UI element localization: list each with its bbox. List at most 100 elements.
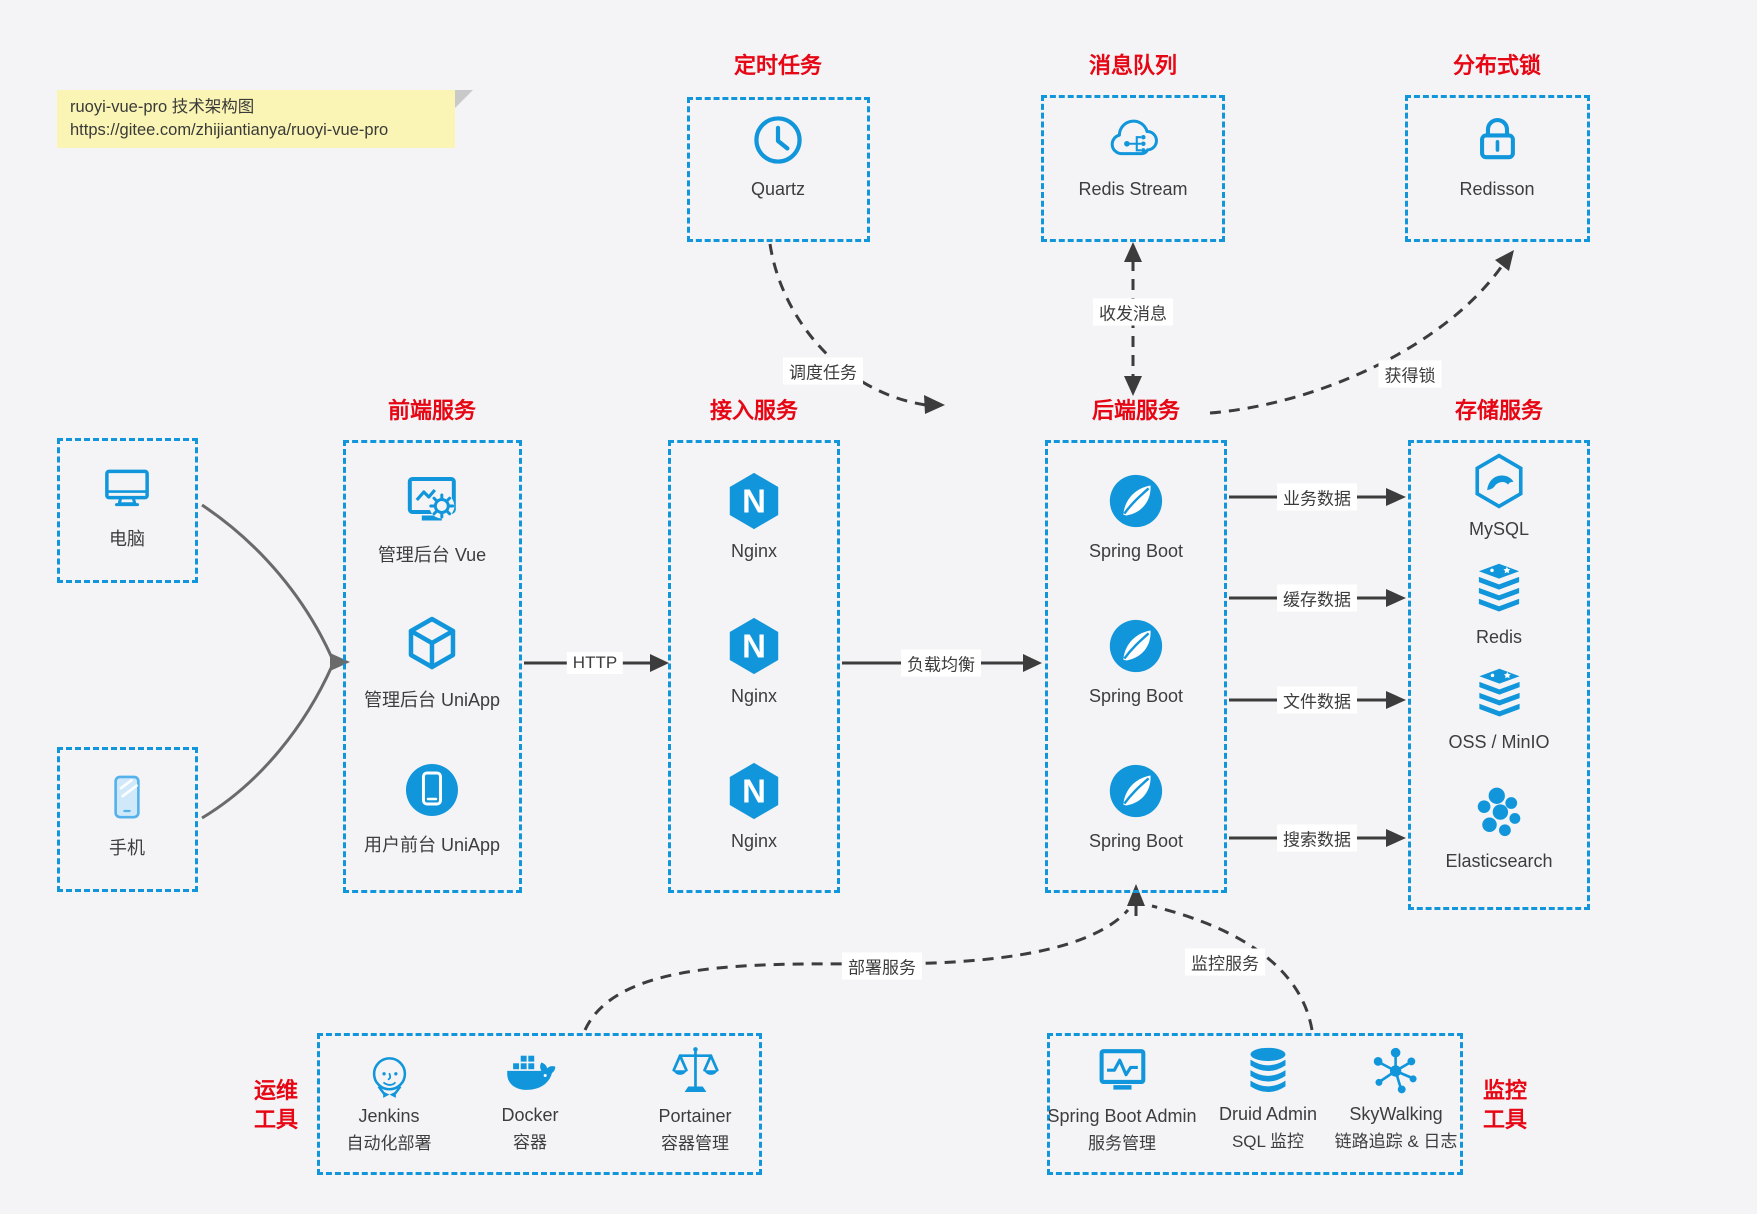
- node-desc: 服务管理: [1088, 1134, 1156, 1153]
- node-mobile: 手机: [99, 769, 155, 860]
- node-label: Nginx: [730, 831, 778, 851]
- group-title-lock: 分布式锁: [1452, 53, 1542, 78]
- box-storage: [1408, 440, 1590, 910]
- note-title: ruoyi-vue-pro 技术架构图: [70, 98, 255, 116]
- node-jenkins: Jenkins 自动化部署: [347, 1043, 432, 1154]
- docker-icon: [507, 1055, 556, 1090]
- group-title-mq: 消息队列: [1088, 53, 1178, 78]
- edge-label-http: HTTP: [566, 652, 624, 674]
- box-lock: [1405, 95, 1590, 242]
- node-nginx-2: N Nginx: [723, 615, 785, 707]
- node-druid-admin: Druid Admin SQL 监控: [1219, 1043, 1317, 1152]
- node-label: Spring Boot: [1088, 686, 1184, 706]
- clock-icon: [754, 116, 802, 164]
- edge-label-messages: 收发消息: [1093, 298, 1173, 326]
- nginx-icon: N: [729, 472, 779, 530]
- node-docker: Docker 容器: [500, 1046, 560, 1153]
- node-springboot-1: Spring Boot: [1089, 470, 1183, 562]
- edge-label-business-data: 业务数据: [1277, 483, 1357, 511]
- sticky-note: ruoyi-vue-pro 技术架构图 https://gitee.com/zh…: [57, 90, 473, 148]
- note-fold-corner: [455, 90, 473, 108]
- box-backend: [1045, 440, 1227, 893]
- node-name: Druid Admin: [1218, 1104, 1318, 1124]
- node-portainer: Portainer 容器管理: [658, 1043, 732, 1154]
- box-access: [668, 440, 840, 893]
- cloud-stream-icon: [1110, 119, 1158, 156]
- box-frontend: [343, 440, 522, 893]
- spring-icon: [1109, 764, 1163, 818]
- edge-label-cache-data: 缓存数据: [1277, 584, 1357, 612]
- node-desc: 容器: [513, 1133, 547, 1152]
- node-label: Quartz: [750, 179, 806, 199]
- node-redisson: Redisson: [1459, 110, 1535, 200]
- node-label: Nginx: [730, 686, 778, 706]
- node-redis-stream: Redis Stream: [1078, 110, 1188, 200]
- lock-icon: [1479, 118, 1515, 160]
- note-url: https://gitee.com/zhijiantianya/ruoyi-vu…: [70, 121, 389, 139]
- redis-stack-icon: [1478, 563, 1520, 612]
- group-title-storage: 存储服务: [1454, 398, 1544, 423]
- box-mq: [1041, 95, 1225, 242]
- node-name: Portainer: [658, 1106, 732, 1126]
- node-label: 用户前台 UniApp: [363, 835, 501, 855]
- node-name: Jenkins: [358, 1106, 420, 1126]
- admin-vue-icon: [408, 477, 456, 521]
- node-name: Docker: [501, 1105, 559, 1125]
- redis-stack-icon: [1478, 668, 1520, 717]
- node-label: Spring Boot: [1088, 831, 1184, 851]
- group-title-scheduler: 定时任务: [733, 53, 823, 78]
- node-desc: 自动化部署: [346, 1134, 432, 1153]
- node-mysql: MySQL: [1469, 452, 1529, 540]
- elasticsearch-icon: [1477, 787, 1520, 837]
- group-title-monitoring: 监控 工具: [1482, 1078, 1527, 1132]
- node-label: Redis Stream: [1078, 179, 1188, 199]
- node-desc: SQL 监控: [1231, 1132, 1305, 1151]
- edge-label-search-data: 搜索数据: [1277, 824, 1357, 852]
- node-label: Redis: [1475, 627, 1523, 647]
- mobile-app-icon: [405, 764, 458, 816]
- node-label: 电脑: [109, 529, 145, 549]
- topology-icon: [1374, 1047, 1417, 1094]
- edge-label-deploy: 部署服务: [842, 952, 922, 980]
- node-admin-uniapp: 管理后台 UniApp: [364, 613, 500, 712]
- cube-icon: [408, 616, 456, 670]
- node-springboot-2: Spring Boot: [1089, 615, 1183, 707]
- node-quartz: Quartz: [748, 110, 808, 200]
- monitor-chart-icon: [1099, 1049, 1145, 1090]
- node-pc: 电脑: [99, 460, 155, 551]
- box-client-mobile: [57, 747, 198, 892]
- group-title-access: 接入服务: [709, 398, 799, 423]
- spring-icon: [1109, 619, 1163, 673]
- node-label: 管理后台 Vue: [377, 545, 487, 565]
- database-icon: [1250, 1047, 1286, 1092]
- jenkins-icon: [372, 1057, 406, 1098]
- group-title-frontend: 前端服务: [387, 398, 477, 423]
- phone-icon: [114, 775, 140, 819]
- node-label: Redisson: [1459, 179, 1535, 199]
- node-oss-minio: OSS / MinIO: [1448, 667, 1550, 753]
- box-client-pc: [57, 438, 198, 583]
- node-user-uniapp: 用户前台 UniApp: [364, 758, 500, 857]
- node-label: Nginx: [730, 541, 778, 561]
- node-name: Spring Boot Admin: [1047, 1106, 1197, 1126]
- edge-label-schedule: 调度任务: [783, 357, 863, 385]
- edge-label-monitor: 监控服务: [1185, 948, 1265, 976]
- box-scheduler: [687, 97, 870, 242]
- node-label: 手机: [109, 838, 145, 858]
- client-curves: [201, 503, 334, 820]
- node-desc: 容器管理: [660, 1134, 729, 1153]
- node-desc: 链路追踪 & 日志: [1334, 1132, 1458, 1151]
- node-springboot-3: Spring Boot: [1089, 760, 1183, 852]
- edge-label-load-balance: 负载均衡: [901, 649, 981, 677]
- svg-text:N: N: [742, 773, 766, 810]
- node-label: 管理后台 UniApp: [363, 690, 501, 710]
- spring-icon: [1109, 474, 1163, 528]
- node-nginx-3: N Nginx: [723, 760, 785, 852]
- node-elasticsearch: Elasticsearch: [1445, 784, 1553, 872]
- nginx-icon: N: [729, 617, 779, 675]
- svg-text:N: N: [742, 628, 766, 665]
- node-redis: Redis: [1471, 562, 1527, 648]
- node-skywalking: SkyWalking 链路追踪 & 日志: [1334, 1043, 1458, 1152]
- nginx-icon: N: [729, 762, 779, 820]
